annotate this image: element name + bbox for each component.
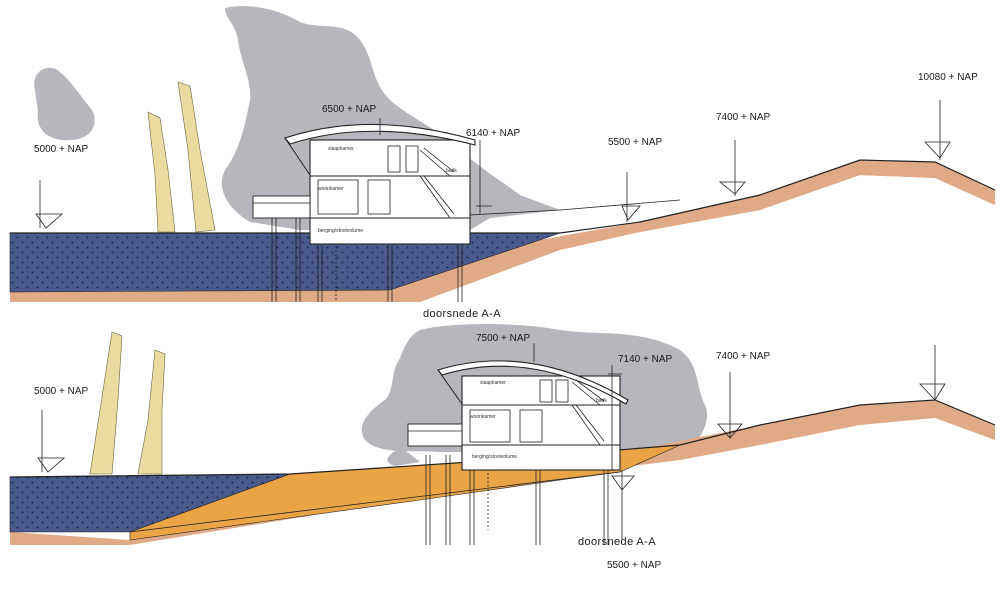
room-label-bathroom-bottom: badk (596, 398, 607, 404)
room-label-lower-top: berging/stootvolume (318, 228, 363, 234)
section-bottom: slaapkamer woonkamer badk berging/stootv… (9, 324, 996, 571)
level-label-left-top: 5000 + NAP (34, 144, 89, 155)
level-label-ridge-top: 7400 + NAP (716, 112, 771, 123)
terrain-line-bottom (9, 399, 996, 478)
soil-fill-top (10, 160, 995, 302)
level-label-roof-bottom: 7500 + NAP (476, 333, 531, 344)
level-label-house-right-bottom: 7140 + NAP (618, 354, 673, 365)
room-label-bathroom-top: badk (446, 168, 457, 174)
terrain-line-top (10, 159, 996, 234)
level-label-roof-top: 6500 + NAP (322, 104, 377, 115)
tree-sketch-bottom (89, 331, 166, 475)
level-label-ridge-bottom: 7400 + NAP (716, 351, 771, 362)
level-label-far-top: 10080 + NAP (918, 72, 978, 83)
level-markers-top (35, 100, 951, 229)
soil-layer-bottom (10, 400, 995, 545)
level-markers-bottom (37, 343, 946, 540)
tree-sketch-top (147, 81, 216, 233)
section-top: slaapkamer woonkamer badk berging/stootv… (9, 5, 996, 320)
room-label-middle-bottom: woonkamer (470, 414, 496, 420)
room-label-upper-bottom: slaapkamer (480, 380, 506, 386)
level-label-mid-top: 5500 + NAP (608, 137, 663, 148)
cloud-shading-top (34, 5, 560, 230)
level-label-left-bottom: 5000 + NAP (34, 386, 89, 397)
house-section-bottom (407, 360, 629, 471)
room-label-upper-top: slaapkamer (328, 146, 354, 152)
level-label-house-right-top: 6140 + NAP (466, 128, 521, 139)
house-section-top (252, 123, 476, 245)
level-label-below-bottom: 5500 + NAP (607, 560, 662, 571)
caption-top: doorsnede A-A (423, 308, 501, 320)
room-label-lower-bottom: berging/stootvolume (472, 454, 517, 460)
room-label-middle-top: woonkamer (318, 186, 344, 192)
caption-bottom: doorsnede A-A (578, 536, 656, 548)
